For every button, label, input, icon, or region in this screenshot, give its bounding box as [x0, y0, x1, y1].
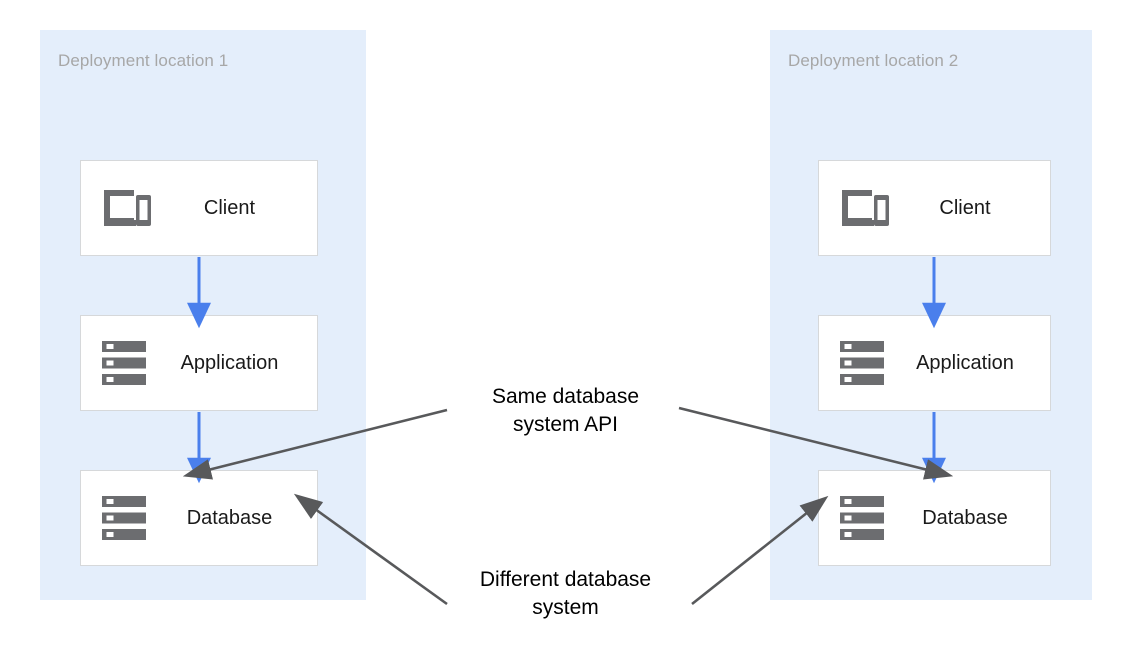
annotation-same-database-system-api: Same database system API: [491, 385, 640, 436]
annotation-different-database-system: Different database system: [479, 568, 652, 619]
client-node-location-2[interactable]: Client: [818, 160, 1051, 256]
server-icon: [838, 494, 890, 542]
database-node-location-1[interactable]: Database: [80, 470, 318, 566]
client-node-label: Client: [203, 196, 256, 219]
application-node-label: Application: [916, 351, 1014, 374]
devices-icon: [838, 186, 890, 230]
database-node-location-2[interactable]: Database: [818, 470, 1051, 566]
application-node-location-1[interactable]: Application: [80, 315, 318, 411]
application-node-label: Application: [180, 351, 279, 374]
client-node-location-1[interactable]: Client: [80, 160, 318, 256]
database-node-label: Database: [186, 506, 273, 529]
devices-icon: [100, 186, 152, 230]
deployment-location-2-title: Deployment location 2: [788, 51, 959, 70]
server-icon: [100, 494, 152, 542]
server-icon: [100, 339, 152, 387]
database-node-label: Database: [922, 506, 1008, 529]
application-node-location-2[interactable]: Application: [818, 315, 1051, 411]
server-icon: [838, 339, 890, 387]
client-node-label: Client: [939, 196, 991, 219]
deployment-location-1-title: Deployment location 1: [58, 51, 229, 70]
